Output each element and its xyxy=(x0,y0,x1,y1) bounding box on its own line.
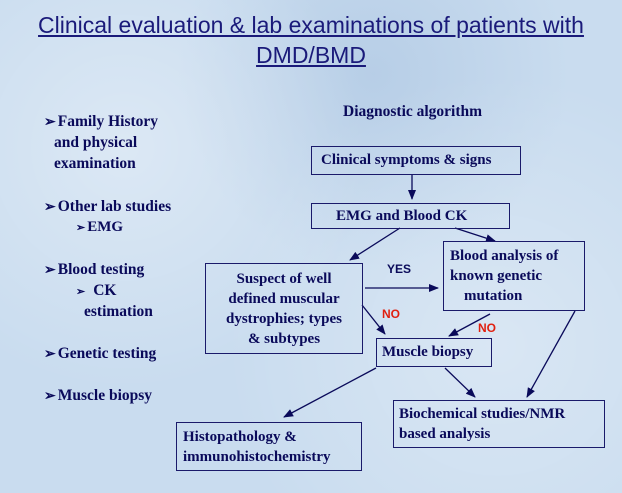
arrow-bullet-icon: ➢ xyxy=(76,222,86,234)
node-muscle-biopsy: Muscle biopsy xyxy=(376,338,492,367)
arrow-bullet-icon: ➢ xyxy=(44,115,56,130)
bullet-other-lab-studies: ➢Other lab studies xyxy=(44,198,172,215)
sub-bullet-ck-line-2: estimation xyxy=(84,303,153,320)
arrow-bullet-icon: ➢ xyxy=(44,263,56,278)
edge-emg-to-blood-analysis xyxy=(454,227,496,243)
edge-suspect-to-muscle-biopsy xyxy=(361,304,386,335)
edge-muscle-biopsy-to-histopathology xyxy=(283,367,377,418)
arrow-bullet-icon: ➢ xyxy=(44,389,56,404)
edge-blood-analysis-to-biochemical xyxy=(526,310,576,398)
edge-muscle-biopsy-to-biochemical xyxy=(444,367,476,398)
bullet-muscle-biopsy: ➢Muscle biopsy xyxy=(44,387,153,404)
label-no-2: NO xyxy=(478,321,496,335)
arrow-bullet-icon: ➢ xyxy=(44,347,56,362)
flowchart-heading: Diagnostic algorithm xyxy=(343,103,483,120)
node-suspect-dystrophies: Suspect of well defined muscular dystrop… xyxy=(205,263,363,354)
bullet-family-history-line-2: and physical xyxy=(54,134,138,151)
label-yes: YES xyxy=(387,262,412,276)
edge-emg-to-suspect xyxy=(349,227,401,261)
bullet-genetic-testing: ➢Genetic testing xyxy=(44,345,157,362)
node-emg-blood-ck: EMG and Blood CK xyxy=(311,203,510,229)
node-biochemical-studies: Biochemical studies/NMR based analysis xyxy=(393,400,605,448)
node-blood-analysis: Blood analysis of known genetic mutation xyxy=(443,241,585,311)
slide-title-line-2: DMD/BMD xyxy=(256,42,366,68)
bullet-blood-testing: ➢Blood testing xyxy=(44,261,145,278)
sub-bullet-ck: ➢CK xyxy=(76,282,117,299)
label-no-1: NO xyxy=(382,307,400,321)
bullet-family-history-line-3: examination xyxy=(54,155,136,172)
arrow-bullet-icon: ➢ xyxy=(76,286,86,298)
node-histopathology: Histopathology & immunohistochemistry xyxy=(176,422,362,471)
edge-blood-analysis-to-muscle-biopsy xyxy=(448,313,491,337)
slide-title-line-1: Clinical evaluation & lab examinations o… xyxy=(38,12,584,38)
node-clinical-symptoms: Clinical symptoms & signs xyxy=(311,146,521,175)
sub-bullet-emg: ➢EMG xyxy=(76,219,124,235)
bullet-list: ➢Family History and physical examination… xyxy=(0,0,200,493)
bullet-family-history: ➢Family History xyxy=(44,113,159,130)
arrow-bullet-icon: ➢ xyxy=(44,200,56,215)
